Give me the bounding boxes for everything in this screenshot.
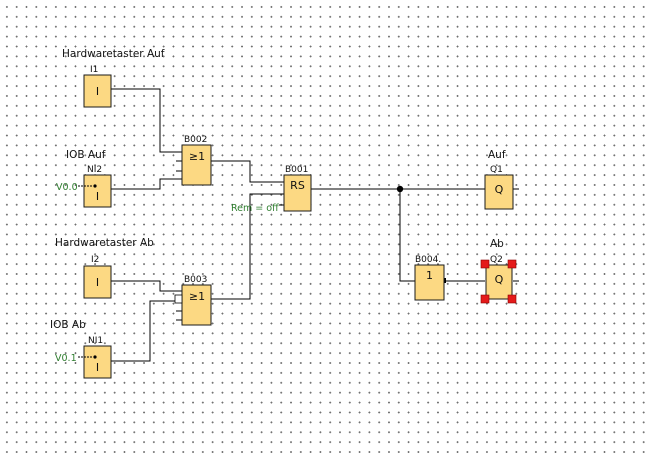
- block-b002-tag: B002: [184, 135, 207, 145]
- wire-ni2-b002[interactable]: [111, 178, 182, 190]
- label-v00: V0.0: [56, 182, 78, 193]
- block-q2[interactable]: Q2 Q: [480, 255, 517, 304]
- wire-b002-b001[interactable]: [211, 160, 284, 183]
- label-hardwaretaster-auf: Hardwaretaster Auf: [62, 48, 165, 60]
- block-i2[interactable]: I2 I: [83, 255, 112, 299]
- wire-i2-b003[interactable]: [111, 280, 182, 292]
- block-b004-tag: B004.: [415, 255, 441, 265]
- selection-handle-bottom-right[interactable]: [507, 294, 517, 304]
- wires: [111, 88, 519, 362]
- block-b002-symbol: ≥1: [189, 150, 205, 163]
- block-ni2-tag: NI2: [87, 165, 102, 175]
- block-i2-symbol: I: [96, 276, 99, 289]
- wire-i1-b002[interactable]: [111, 88, 182, 153]
- block-i1[interactable]: I1 I: [83, 65, 112, 108]
- block-q1-tag: Q1: [490, 165, 503, 175]
- label-hardwaretaster-ab: Hardwaretaster Ab: [55, 237, 154, 249]
- block-q1-symbol: Q: [495, 183, 504, 196]
- block-i2-tag: I2: [91, 255, 99, 265]
- label-ab: Ab: [490, 238, 504, 250]
- block-b001-tag: B001: [285, 165, 308, 175]
- selection-handle-top-left[interactable]: [480, 259, 490, 269]
- label-v01: V0.1: [55, 353, 77, 364]
- block-ni1[interactable]: NI1 I: [78, 336, 112, 379]
- block-ni1-tag: NI1: [88, 336, 103, 346]
- block-q2-tag: Q2: [490, 255, 503, 265]
- block-b003[interactable]: B003 ≥1: [174, 275, 212, 326]
- block-b003-tag: B003: [184, 275, 207, 285]
- label-iob-ab: IOB Ab: [50, 319, 86, 331]
- block-ni2[interactable]: NI2 I: [78, 165, 112, 208]
- block-b001-symbol: RS: [290, 179, 305, 192]
- block-b004-symbol: 1: [426, 269, 433, 282]
- wire-junction: [396, 185, 404, 193]
- block-b003-symbol: ≥1: [189, 290, 205, 303]
- wire-ni1-b003[interactable]: [111, 300, 182, 362]
- block-b004[interactable]: B004. 1: [414, 255, 445, 301]
- label-iob-auf: IOB Auf: [66, 149, 106, 161]
- block-q1[interactable]: Q1 Q: [484, 165, 514, 210]
- block-i1-symbol: I: [96, 85, 99, 98]
- label-rem-off: Rem = off: [231, 203, 279, 214]
- block-b001[interactable]: B001 RS: [283, 165, 312, 212]
- wire-b003-b001[interactable]: [211, 193, 284, 300]
- block-b002[interactable]: B002 ≥1: [181, 135, 212, 186]
- selection-handle-bottom-left[interactable]: [480, 294, 490, 304]
- block-i1-tag: I1: [90, 65, 98, 75]
- label-auf: Auf: [488, 149, 506, 161]
- block-ni2-symbol: I: [96, 190, 99, 203]
- wire-branch-b004[interactable]: [399, 189, 415, 282]
- block-ni1-symbol: I: [96, 361, 99, 374]
- selection-handle-top-right[interactable]: [507, 259, 517, 269]
- block-q2-symbol: Q: [495, 273, 504, 286]
